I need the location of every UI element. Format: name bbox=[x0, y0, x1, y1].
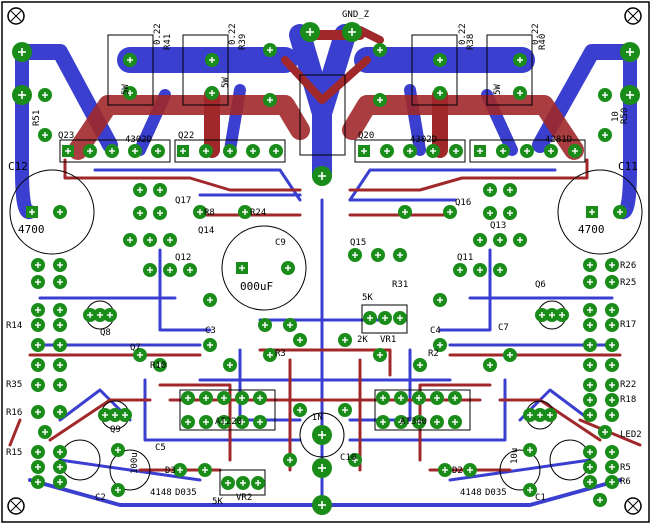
label-r50: R50 bbox=[620, 108, 630, 124]
label-r40: R40 bbox=[538, 34, 548, 50]
value-022-d: 0.22 bbox=[531, 23, 541, 45]
label-r8: R8 bbox=[204, 208, 215, 218]
label-r51: R51 bbox=[32, 110, 42, 126]
label-q13: Q13 bbox=[490, 221, 506, 231]
label-r10: R10 bbox=[150, 361, 166, 371]
label-r3: R3 bbox=[275, 349, 286, 359]
value-5w-left-b: 5W bbox=[221, 77, 231, 88]
label-r2: R2 bbox=[428, 349, 439, 359]
value-main-cap: 000uF bbox=[240, 280, 273, 293]
label-r16: R16 bbox=[6, 408, 22, 418]
value-mid-part: 4302D bbox=[410, 135, 437, 145]
label-c9: C9 bbox=[275, 238, 286, 248]
label-vr2: VR2 bbox=[236, 493, 252, 503]
value-r10: 10 bbox=[611, 111, 621, 122]
value-c-10u: 10u bbox=[510, 448, 520, 464]
label-r39: R39 bbox=[238, 34, 248, 50]
label-q6: Q6 bbox=[535, 280, 546, 290]
value-q-right: 4281D bbox=[545, 135, 572, 145]
label-q14: Q14 bbox=[198, 226, 214, 236]
label-q17: Q17 bbox=[175, 196, 191, 206]
label-q11: Q11 bbox=[457, 253, 473, 263]
label-c11-value: 4700 bbox=[578, 223, 605, 236]
label-q20: Q20 bbox=[358, 131, 374, 141]
value-022-a: 0.22 bbox=[153, 23, 163, 45]
silkscreen-labels: GND_Z C12 C11 4700 4700 R51 R50 R41 R39 … bbox=[6, 10, 642, 507]
value-d2-part: 4148 bbox=[460, 488, 482, 498]
label-q16: Q16 bbox=[455, 198, 471, 208]
value-d3-part: 4148 bbox=[150, 488, 172, 498]
label-c4: C4 bbox=[430, 326, 441, 336]
label-d2: D2 bbox=[452, 466, 463, 476]
label-r6: R6 bbox=[620, 477, 631, 487]
label-r26: R26 bbox=[620, 261, 636, 271]
value-mid-trim: 5K bbox=[362, 293, 373, 303]
label-c2: C2 bbox=[95, 493, 106, 503]
label-in: IN bbox=[312, 413, 323, 423]
label-r35: R35 bbox=[6, 380, 22, 390]
label-r22: R22 bbox=[620, 380, 636, 390]
value-vr2: 5K bbox=[212, 497, 223, 507]
label-led2: LED2 bbox=[620, 430, 642, 440]
label-r14: R14 bbox=[6, 321, 22, 331]
label-r38: R38 bbox=[466, 34, 476, 50]
value-ic-right: AT340 bbox=[400, 417, 427, 427]
label-r5: R5 bbox=[620, 463, 631, 473]
value-d3-part2: D035 bbox=[175, 488, 197, 498]
label-q7: Q7 bbox=[130, 343, 141, 353]
value-q-left: 4302D bbox=[125, 135, 152, 145]
value-022-b: 0.22 bbox=[228, 23, 238, 45]
label-r24: R24 bbox=[250, 208, 266, 218]
label-vr1: VR1 bbox=[380, 335, 396, 345]
label-d3: D3 bbox=[165, 466, 176, 476]
value-d2-part2: D035 bbox=[485, 488, 507, 498]
label-r18: R18 bbox=[620, 395, 636, 405]
label-c12: C12 bbox=[8, 160, 28, 173]
value-022-c: 0.22 bbox=[458, 23, 468, 45]
label-c1: C1 bbox=[535, 493, 546, 503]
label-c10: C10 bbox=[340, 453, 356, 463]
value-ic-left: AT220 bbox=[215, 417, 242, 427]
value-5w-left-a: 5W bbox=[121, 84, 131, 95]
label-c12-value: 4700 bbox=[18, 223, 45, 236]
label-r25: R25 bbox=[620, 278, 636, 288]
label-q15: Q15 bbox=[350, 238, 366, 248]
value-5w-right: 5W bbox=[493, 84, 503, 95]
label-q22: Q22 bbox=[178, 131, 194, 141]
label-q12: Q12 bbox=[175, 253, 191, 263]
label-gnd-z: GND_Z bbox=[342, 10, 370, 20]
label-r31: R31 bbox=[392, 280, 408, 290]
value-c-100u: 100u bbox=[130, 452, 140, 474]
label-r15: R15 bbox=[6, 448, 22, 458]
label-c3: C3 bbox=[205, 326, 216, 336]
label-q9: Q9 bbox=[110, 425, 121, 435]
label-c7: C7 bbox=[498, 323, 509, 333]
label-c5: C5 bbox=[155, 443, 166, 453]
label-r17: R17 bbox=[620, 320, 636, 330]
label-q23: Q23 bbox=[58, 131, 74, 141]
label-r41: R41 bbox=[163, 34, 173, 50]
value-vr1: 2K bbox=[357, 335, 368, 345]
label-c11: C11 bbox=[618, 160, 638, 173]
label-q8: Q8 bbox=[100, 328, 111, 338]
